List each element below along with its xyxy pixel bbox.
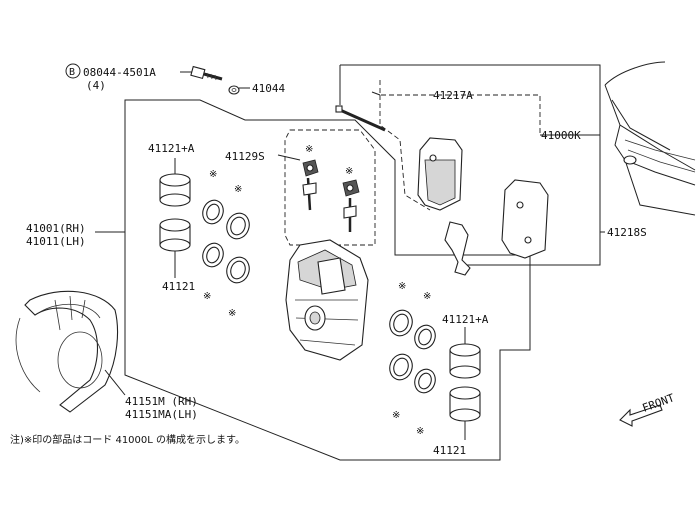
guide-pin-part [335,91,386,132]
footnote: 注)※印の部品はコード 41000L の構成を示します。 [10,433,245,446]
piston-a-upper [159,173,191,207]
piston-top-label: 41121 [162,280,195,293]
washer-part [228,85,240,95]
boot-kit-leader [277,154,301,161]
brake-pad-front [417,137,463,211]
piston-a-right [449,343,481,379]
shim-kit-label: 41218S [607,226,647,239]
bolt-marker-circle [65,63,81,79]
star-marker: ※ [203,291,211,302]
star-marker: ※ [209,169,217,180]
bleeder-boots [302,159,360,232]
bolt-part [190,65,223,81]
piston-lower-left [159,218,191,252]
star-marker: ※ [234,184,242,195]
pin-label: 41217A [433,89,473,102]
pad-shim-part [444,221,471,276]
pad-kit-label: 41000K [541,129,581,142]
boot-kit-group [284,129,376,246]
front-arrow-icon [619,404,663,427]
star-marker: ※ [398,281,406,292]
vehicle-outline [604,61,696,216]
piston-a-right-label: 41121+A [442,313,489,326]
bolt-qty-label: (4) [86,79,106,92]
plate-rh-label: 41151M (RH) [125,395,198,408]
caliper-rh-label: 41001(RH) [26,222,86,235]
seal-rings-right [389,309,436,394]
caliper-body [285,239,369,361]
plate-lh-label: 41151MA(LH) [125,408,198,421]
star-marker: ※ [305,144,313,155]
caliper-lh-label: 41011(LH) [26,235,86,248]
star-marker: ※ [228,308,236,319]
star-marker: ※ [345,166,353,177]
pad-kit-frame [340,64,601,266]
brake-pad-rear [501,179,549,259]
star-marker: ※ [423,291,431,302]
washer-label: 41044 [252,82,285,95]
pin-dash-frame [379,80,541,211]
back-plate-part [15,290,119,413]
star-markers: ※ ※ ※ ※ ※ ※ ※ ※ ※ ※ [203,144,431,437]
star-marker: ※ [416,426,424,437]
piston-a-top-label: 41121+A [148,142,195,155]
boot-kit-label: 41129S [225,150,265,163]
bolt-marker: B [69,67,75,78]
star-marker: ※ [392,410,400,421]
seal-rings-left [202,199,250,284]
back-plate-leader [104,369,126,396]
piston-right-label: 41121 [433,444,466,457]
bolt-code-label: 08044-4501A [83,66,156,79]
piston-right [449,386,481,422]
